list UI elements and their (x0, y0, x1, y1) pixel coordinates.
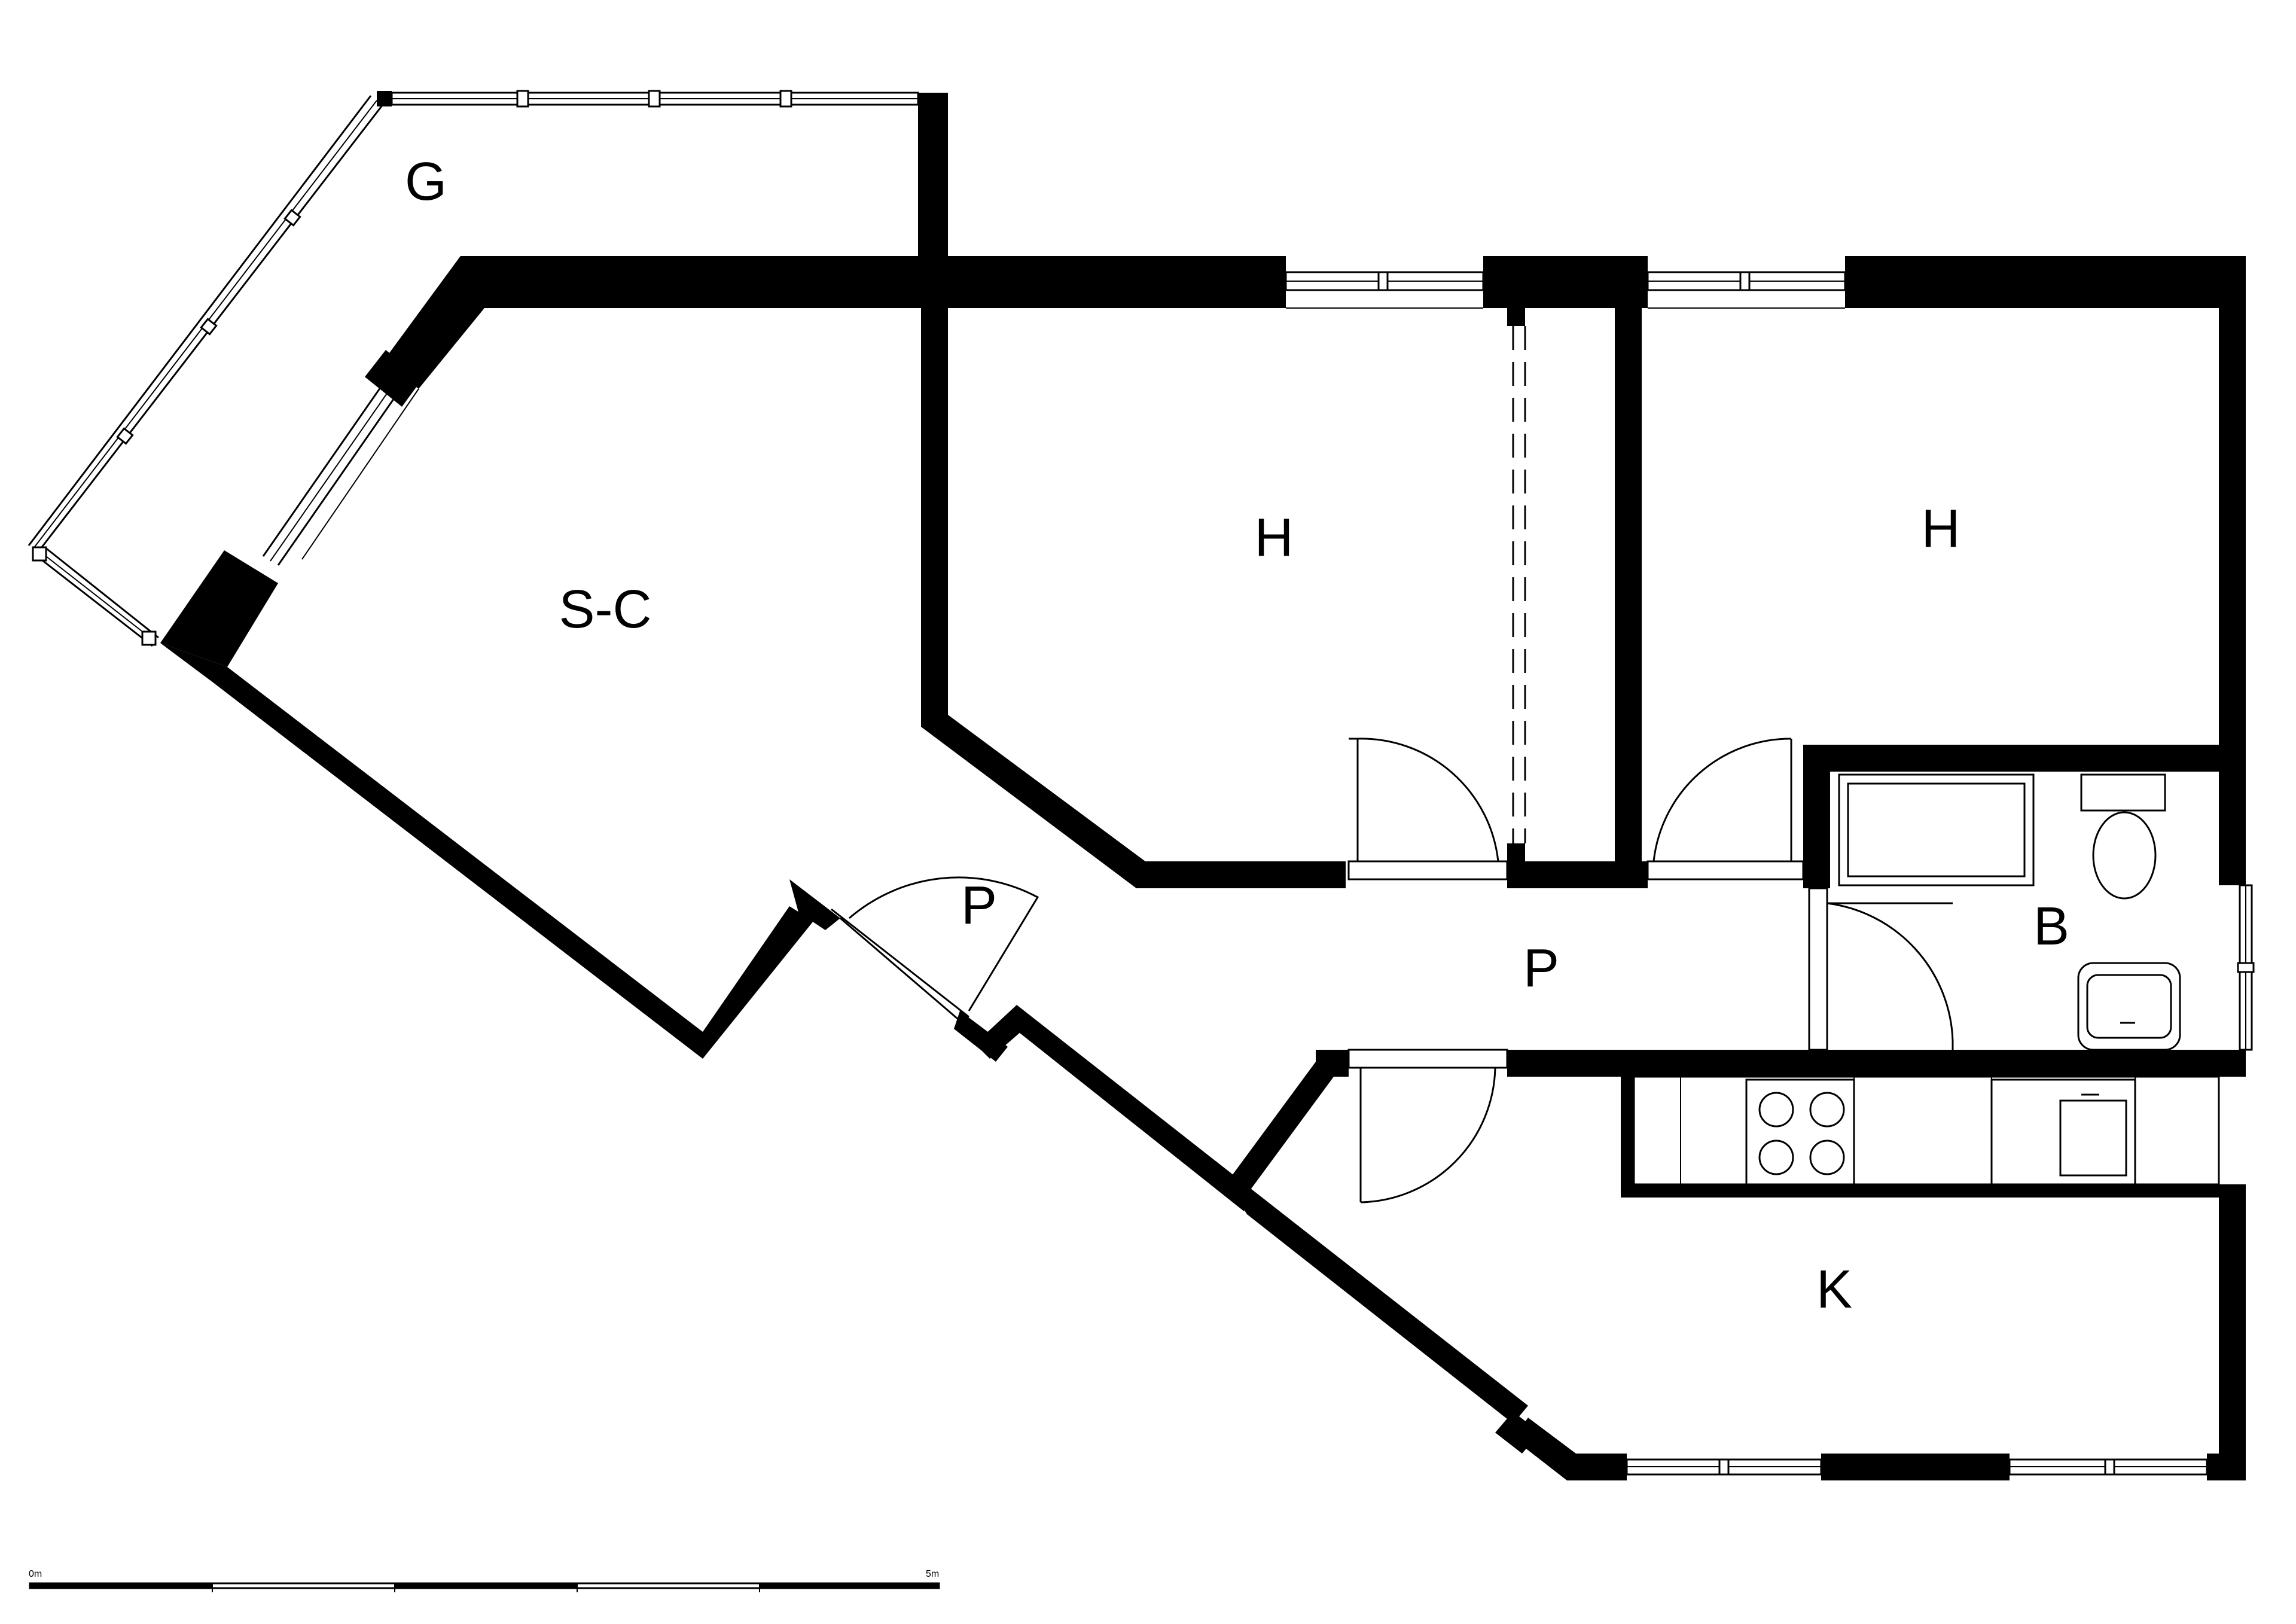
windows (262, 271, 2255, 1476)
scale-label-start: 0m (29, 1569, 42, 1579)
doors (831, 326, 1954, 1203)
walls (160, 256, 2246, 1480)
room-label-h1: H (1255, 508, 1294, 568)
balcony-glazing (28, 90, 948, 647)
room-labels: G S-C H H P P B K (405, 152, 2069, 1320)
room-label-p-entry: P (961, 876, 997, 936)
kitchen-sink (2059, 1099, 2127, 1177)
scale-label-end: 5m (926, 1569, 939, 1579)
bath-fixtures (1838, 773, 2181, 1051)
toilet-bowl (2092, 811, 2157, 900)
bathtub (1838, 773, 2035, 886)
room-label-g: G (405, 152, 447, 212)
kitchen-sink-cabinet (1990, 1078, 2136, 1186)
scale-bar: 0m 5m (29, 1569, 940, 1592)
stove (1745, 1078, 1855, 1186)
kitchen-fixtures (1633, 1075, 2220, 1186)
room-label-h2: H (1922, 499, 1960, 559)
bath-sink (2077, 962, 2181, 1051)
room-label-k: K (1816, 1260, 1852, 1320)
room-label-b: B (2033, 897, 2069, 956)
room-label-sc: S-C (559, 580, 652, 639)
toilet-tank (2080, 773, 2166, 812)
room-label-p-hall: P (1523, 939, 1559, 998)
